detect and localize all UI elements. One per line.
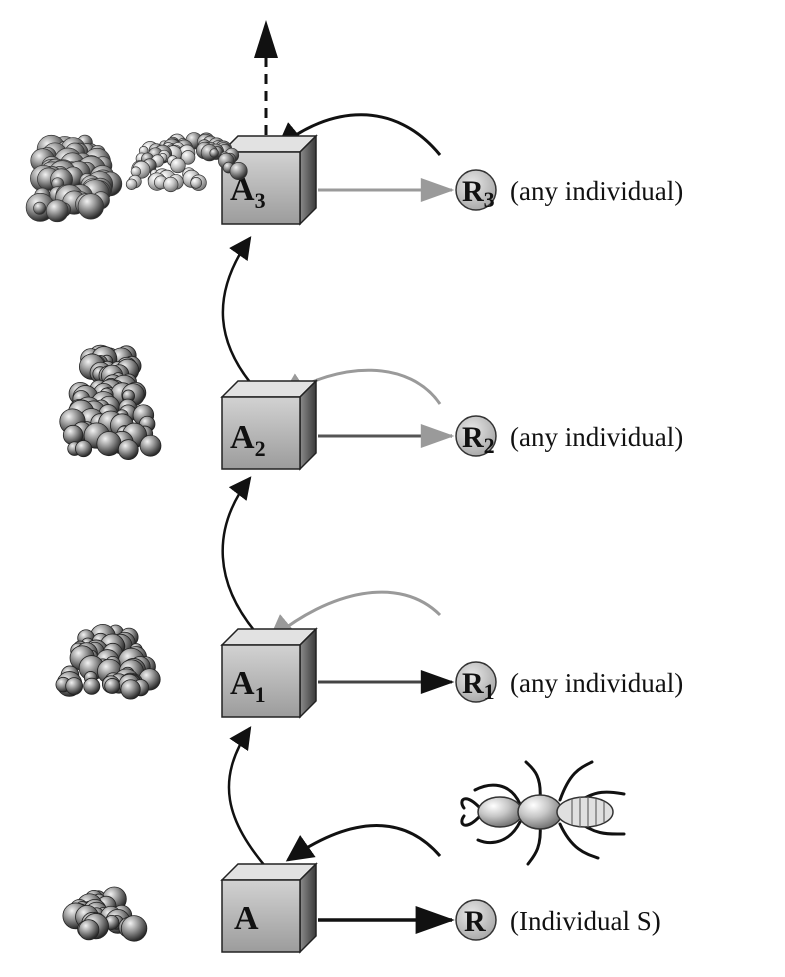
soil-pellet-pile-icon [25, 132, 248, 223]
feedback-arrow-1 [267, 590, 442, 642]
arrow-a-to-a1 [227, 726, 271, 873]
response-node-1: R1 [455, 661, 497, 704]
response-node-0: R [455, 899, 497, 941]
svg-text:R2: R2 [462, 421, 495, 458]
box-label-0: A [234, 900, 259, 937]
svg-text:A2: A2 [230, 419, 266, 461]
arrow-a2-to-a3 [221, 236, 261, 395]
note-0: (Individual S) [510, 906, 661, 936]
response-node-3: R3 [455, 169, 497, 212]
feedback-arrow-3 [275, 113, 442, 156]
state-cube-0 [220, 862, 318, 954]
box-label-2: A2 [230, 419, 266, 461]
termite-icon [460, 760, 626, 866]
box-label-1: A1 [230, 665, 266, 707]
note-1: (any individual) [510, 668, 683, 698]
svg-text:R3: R3 [462, 175, 495, 212]
arrow-a1-to-a2 [221, 476, 259, 636]
state-cube-2 [220, 379, 318, 471]
soil-pellet-pile-icon [59, 344, 162, 460]
svg-text:R: R [464, 905, 486, 938]
response-node-2: R2 [455, 415, 497, 458]
state-cube-1 [220, 627, 318, 719]
soil-pellet-pile-icon [62, 886, 148, 942]
svg-text:A1: A1 [230, 665, 266, 707]
dashed-up-arrow-icon [254, 20, 278, 152]
note-3: (any individual) [510, 176, 683, 206]
note-2: (any individual) [510, 422, 683, 452]
svg-text:R1: R1 [462, 667, 495, 704]
svg-text:A: A [234, 900, 259, 937]
soil-pellet-pile-icon [55, 623, 161, 700]
feedback-arrow-0 [285, 824, 442, 862]
state-cube-3 [220, 134, 318, 226]
